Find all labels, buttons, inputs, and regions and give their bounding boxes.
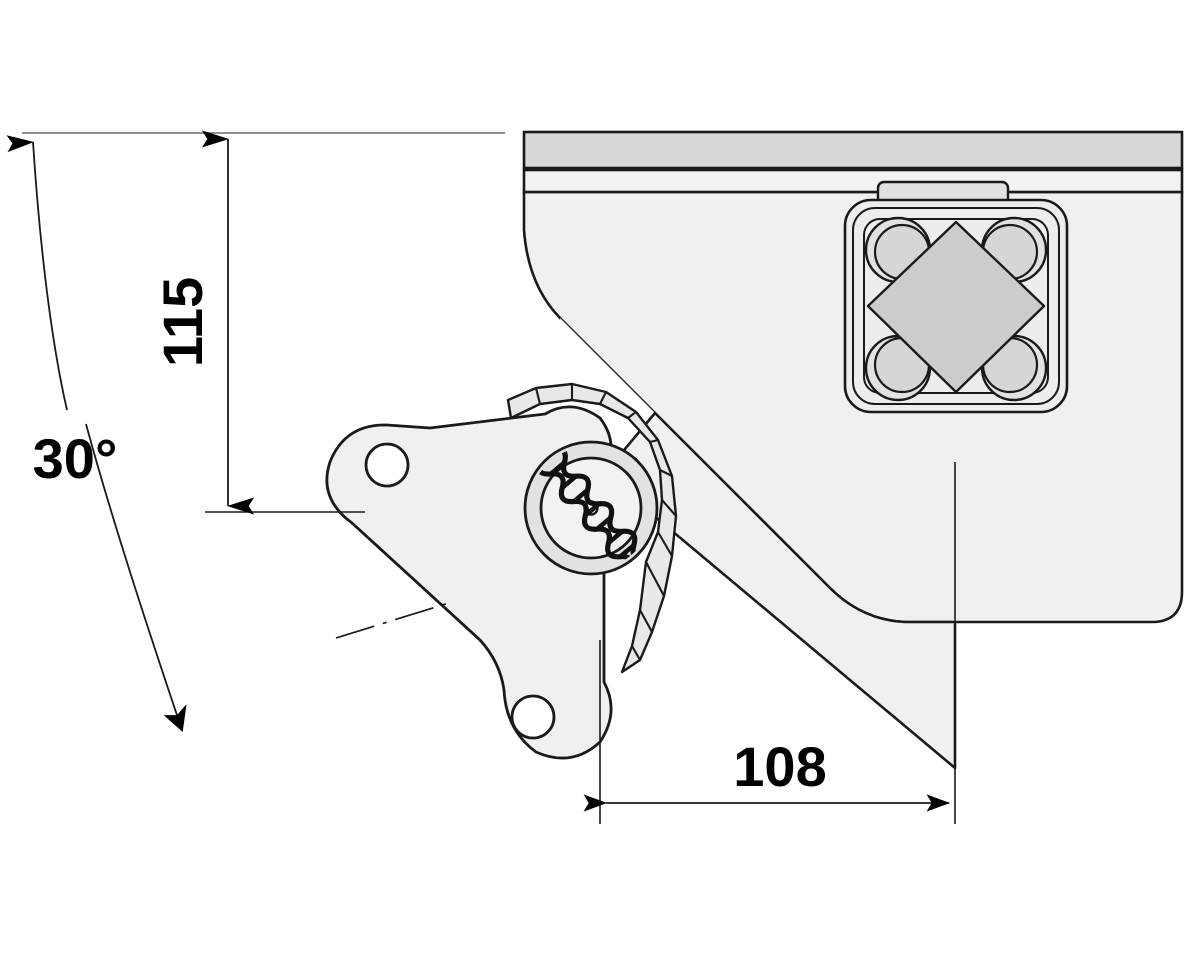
arc-30deg-upper [6,135,68,411]
lower-mounting-hole [510,694,556,740]
dimension-label-108: 108 [733,735,826,798]
square-mount-block [843,180,1069,414]
arc-30deg-lower [85,423,187,732]
upper-mounting-hole [364,442,410,488]
bracket-lower-wing [602,411,957,770]
dimension-label-30deg: 30° [33,427,118,490]
top-rail [522,130,1184,194]
dimension-115: 115 [22,130,505,515]
swivel-centerline [335,601,453,639]
diamond-insert [866,220,1046,394]
dimension-30deg: 30° [6,135,187,732]
segmented-band [506,382,678,674]
dimension-label-115: 115 [151,277,214,367]
dimension-108: 108 [583,462,956,824]
